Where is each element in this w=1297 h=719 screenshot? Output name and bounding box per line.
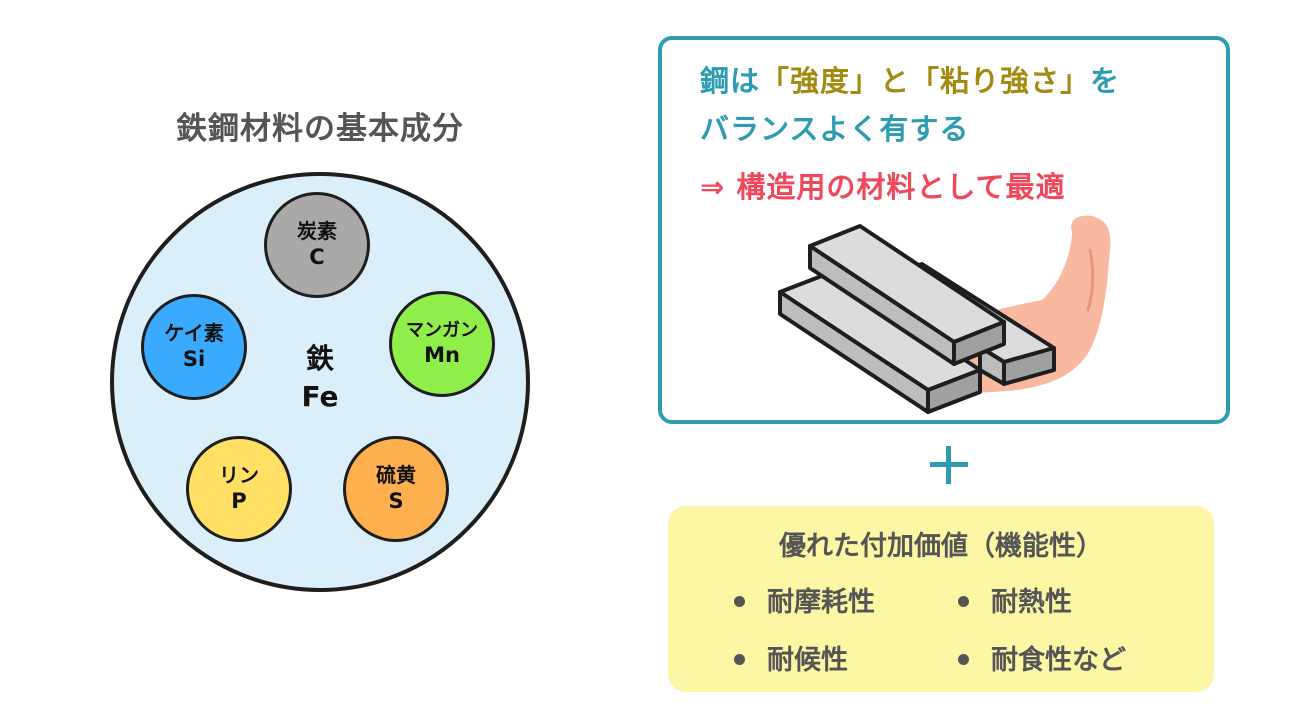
bullet-icon [734,654,745,665]
function-item: 耐熱性 [958,580,1072,619]
function-item: 耐食性など [958,638,1126,677]
element-symbol: C [309,245,325,270]
steel-bars-icon [778,224,1056,414]
function-box: 優れた付加価値（機能性） 耐摩耗性 耐熱性 耐候性 耐食性など [668,506,1214,692]
function-item: 耐候性 [734,638,848,677]
element-name: マンガン [406,319,478,341]
property-line-1: 鋼は「強度」と「粘り強さ」を [700,58,1120,100]
line1-prefix: 鋼は [700,64,761,98]
element-name: ケイ素 [164,321,224,346]
element-name: リン [219,463,259,488]
steel-property-box: 鋼は「強度」と「粘り強さ」を バランスよく有する ⇒ 構造用の材料として最適 [658,36,1230,424]
line1-highlight: 「強度」と「粘り強さ」 [760,64,1091,98]
line1-suffix: を [1090,64,1121,98]
function-item: 耐摩耗性 [734,580,875,619]
function-title: 優れた付加価値（機能性） [779,531,1103,562]
element-circle-manganese: マンガン Mn [389,291,495,397]
element-symbol: P [231,489,247,514]
diagram-title: 鉄鋼材料の基本成分 [176,111,464,147]
element-circle-phosphorus: リン P [186,436,292,542]
steel-bars-and-arm-illustration [778,215,1111,414]
element-circle-silicon: ケイ素 Si [141,294,247,400]
bullet-icon [734,596,745,607]
element-name: 硫黄 [376,463,416,488]
plus-icon [930,446,968,484]
bullet-icon [958,596,969,607]
element-name: 炭素 [297,219,337,244]
element-symbol: Mn [424,343,460,368]
center-element-iron: 鉄 Fe [270,340,370,416]
element-circle-sulfur: 硫黄 S [343,436,449,542]
iron-name: 鉄 [305,342,334,375]
conclusion-line: ⇒ 構造用の材料として最適 [700,170,1066,204]
iron-symbol: Fe [301,379,339,413]
element-circle-carbon: 炭素 C [264,192,370,298]
element-symbol: S [388,489,404,514]
element-symbol: Si [182,347,206,372]
property-line-2: バランスよく有する [700,112,970,146]
plus-sign [924,440,974,490]
bullet-icon [958,654,969,665]
